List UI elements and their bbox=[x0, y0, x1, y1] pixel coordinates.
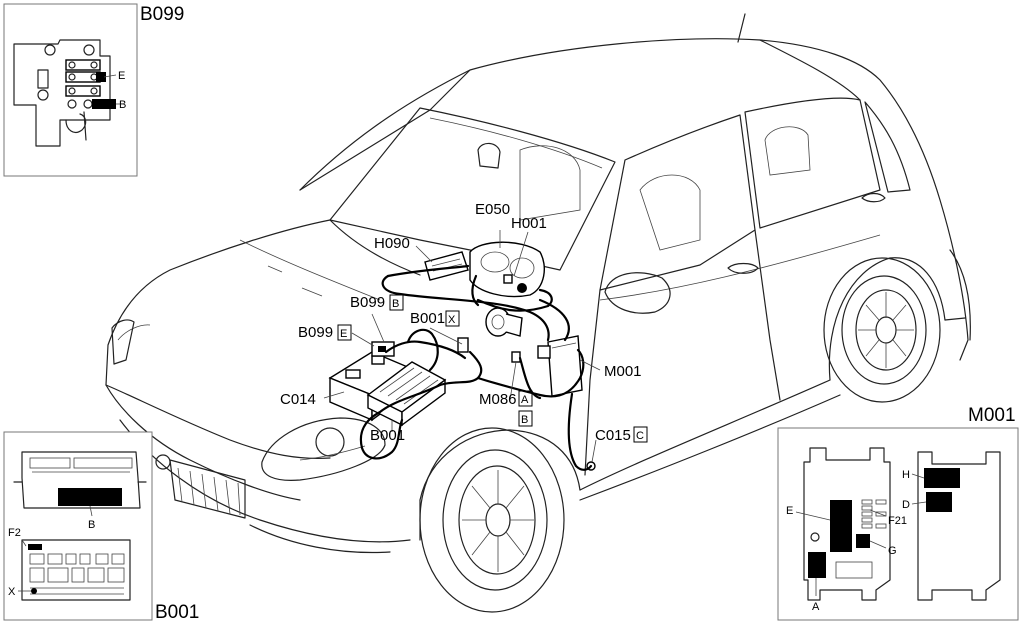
callout-labels: E050 H001 H090 B099 B B099 E B001 X M001… bbox=[280, 201, 648, 444]
label-h001: H001 bbox=[511, 215, 547, 232]
inset-m001: M001 E F21 G A H D bbox=[777, 405, 1019, 621]
tag-box-c015-c bbox=[633, 426, 648, 443]
inset-b001: B001 B F2 X bbox=[3, 431, 199, 623]
tag-b099-b: B bbox=[392, 298, 399, 310]
b099-terminal-block bbox=[371, 341, 395, 357]
rear-wheel bbox=[823, 257, 941, 403]
callout-leaders bbox=[323, 230, 601, 463]
label-m001: M001 bbox=[604, 363, 642, 380]
instrument-cluster-e050 bbox=[469, 241, 546, 298]
tag-m086-b: B bbox=[521, 414, 528, 426]
tag-c015-c: C bbox=[636, 430, 644, 442]
front-wheel bbox=[419, 427, 565, 613]
inset-m001-pin-h: H bbox=[902, 469, 910, 481]
inset-b099-title: B099 bbox=[140, 4, 184, 25]
tag-box-m086-a bbox=[518, 390, 533, 407]
tag-box-m086-b bbox=[518, 410, 533, 427]
components bbox=[328, 241, 596, 471]
label-b099-e: B099 bbox=[298, 324, 333, 341]
inset-m001-pin-f21: F21 bbox=[888, 515, 907, 527]
inset-m001-title: M001 bbox=[968, 405, 1016, 426]
b001x-connector bbox=[457, 337, 469, 353]
inset-b099-pin-b: B bbox=[119, 99, 126, 111]
label-b001: B001 bbox=[370, 427, 405, 444]
label-c014: C014 bbox=[280, 391, 316, 408]
m001-fuse-strip bbox=[861, 499, 887, 529]
tag-box-b001-x bbox=[445, 310, 460, 327]
tag-b001-x: X bbox=[448, 314, 456, 326]
tag-box-b099-e bbox=[337, 324, 352, 341]
fuse-box-b001 bbox=[366, 361, 447, 427]
wiring-harness bbox=[359, 264, 593, 471]
inset-b001-pin-f2: F2 bbox=[8, 527, 21, 539]
label-h090: H090 bbox=[374, 235, 410, 252]
b001-fuse-grid bbox=[29, 553, 125, 595]
body-computer-m001 bbox=[537, 335, 583, 397]
steering-column bbox=[485, 307, 523, 337]
label-b099-b: B099 bbox=[350, 294, 385, 311]
inset-b099-pin-e: E bbox=[118, 70, 125, 82]
label-e050: E050 bbox=[475, 201, 510, 218]
m086-connector bbox=[511, 351, 521, 363]
inset-m001-pin-e: E bbox=[786, 505, 793, 517]
inset-m001-pin-d: D bbox=[902, 499, 910, 511]
label-b001-x: B001 bbox=[410, 310, 445, 327]
inset-m001-pin-a: A bbox=[812, 601, 820, 613]
label-m086: M086 bbox=[479, 391, 517, 408]
inset-m001-pin-g: G bbox=[888, 545, 897, 557]
inset-b001-title: B001 bbox=[155, 602, 199, 623]
inset-b001-pin-x: X bbox=[8, 586, 16, 598]
tag-box-b099-b bbox=[389, 294, 404, 311]
inset-b099: B099 E B bbox=[3, 3, 184, 177]
tag-b099-e: E bbox=[340, 328, 347, 340]
tag-m086-a: A bbox=[521, 394, 529, 406]
inset-b001-pin-b: B bbox=[88, 519, 95, 531]
label-c015: C015 bbox=[595, 427, 631, 444]
